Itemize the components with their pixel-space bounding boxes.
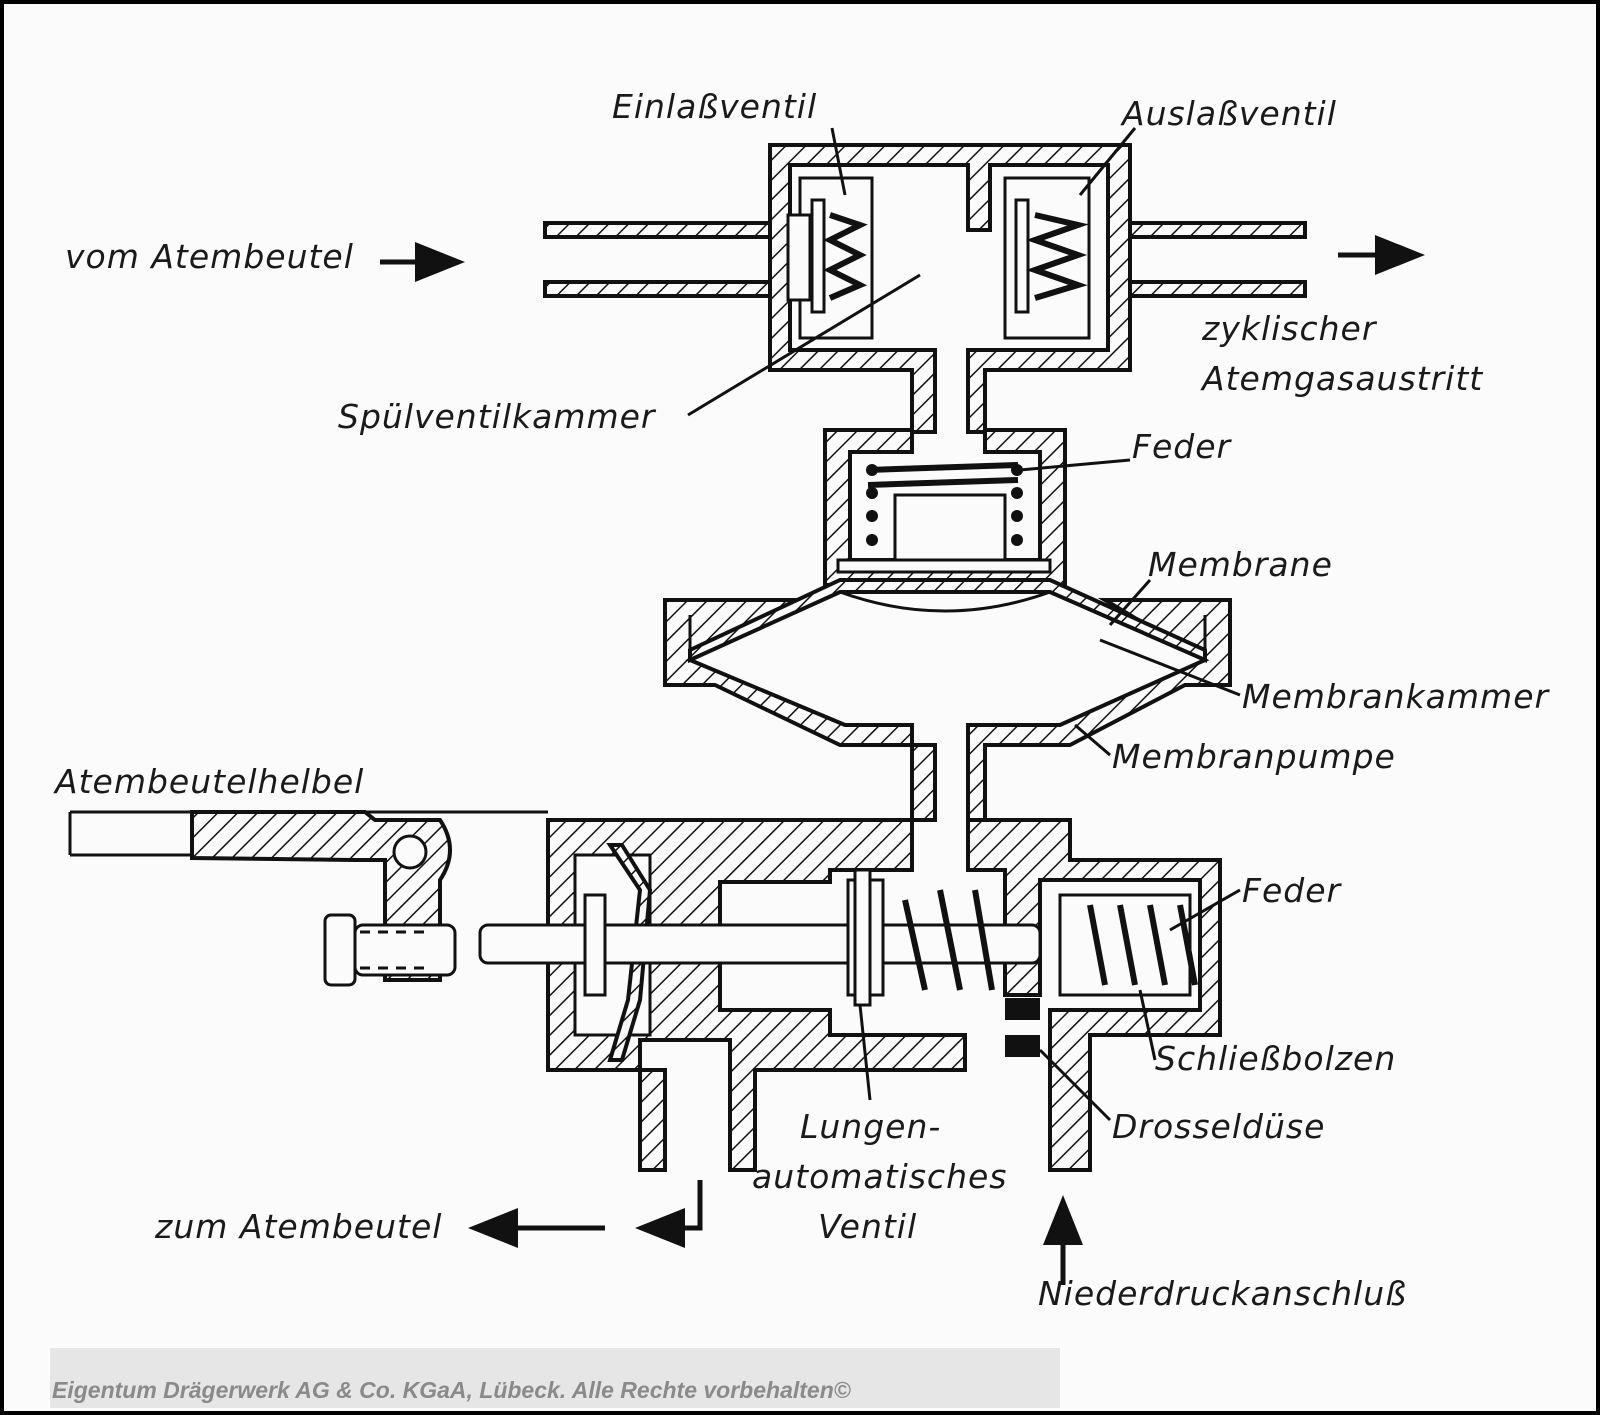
- label-inlet-valve: Einlaßventil: [612, 87, 817, 126]
- label-lung-valve-1: Lungen-: [800, 1107, 941, 1146]
- label-membrane-pump: Membranpumpe: [1112, 737, 1396, 776]
- bag-lever: [68, 810, 548, 987]
- valve-stem: [478, 868, 1042, 1007]
- inlet-pipe: [543, 221, 772, 298]
- label-spring-top: Feder: [1132, 427, 1233, 466]
- label-to-bag: zum Atembeutel: [154, 1207, 442, 1246]
- outlet-valve: [1014, 198, 1089, 314]
- label-membrane-chamber: Membrankammer: [1242, 677, 1551, 716]
- label-cyclic-exit-1: zyklischer: [1201, 309, 1378, 348]
- lower-spring: [902, 889, 1198, 991]
- leader-lines: [687, 127, 1241, 1122]
- label-locking-bolt: Schließbolzen: [1155, 1039, 1396, 1078]
- credit-band: [50, 1348, 1060, 1408]
- label-throttle-nozzle: Drosseldüse: [1112, 1107, 1325, 1146]
- label-outlet-valve: Auslaßventil: [1120, 94, 1337, 133]
- label-membrane: Membrane: [1148, 545, 1333, 584]
- label-lung-valve-2: automatisches: [752, 1157, 1008, 1196]
- copyright-text: Eigentum Drägerwerk AG & Co. KGaA, Lübec…: [52, 1377, 851, 1403]
- label-lung-valve-3: Ventil: [818, 1207, 917, 1246]
- throttle-nozzle: [1005, 998, 1040, 1057]
- label-flush-chamber: Spülventilkammer: [338, 397, 657, 436]
- label-bag-lever: Atembeutelhelbel: [53, 762, 364, 801]
- outlet-pipe: [1128, 221, 1307, 298]
- inlet-valve: [786, 198, 868, 314]
- label-cyclic-exit-2: Atemgasaustritt: [1200, 359, 1483, 398]
- label-from-bag: vom Atembeutel: [65, 237, 354, 276]
- arrow-bend: [635, 1180, 703, 1248]
- spring-housing: [823, 428, 1067, 587]
- label-low-pressure: Niederdruckanschluß: [1038, 1274, 1407, 1313]
- label-spring-bottom: Feder: [1242, 871, 1343, 910]
